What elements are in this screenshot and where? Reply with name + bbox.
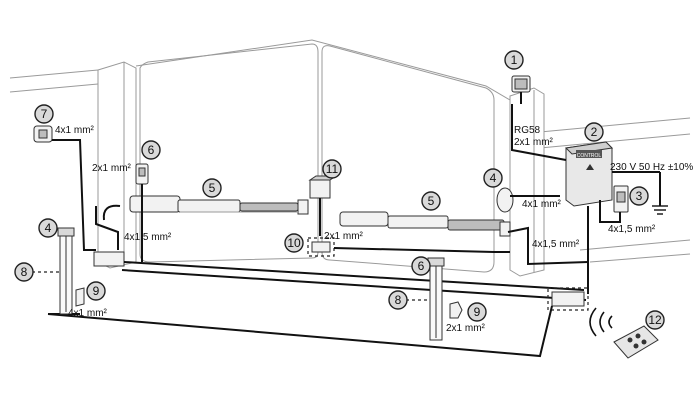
callout-11-number: 11 [326, 162, 339, 176]
key-selector-component [33, 125, 53, 143]
photocell-small-right [449, 301, 463, 319]
control-unit-brand-text: CONTROL [577, 153, 602, 159]
photocell-post-left [57, 227, 75, 315]
callout-2: 2 [584, 122, 604, 142]
callout-4-left: 4 [38, 218, 58, 238]
callout-12-number: 12 [648, 313, 662, 327]
callout-6-top-number: 6 [148, 143, 155, 157]
ground-icon [652, 172, 668, 215]
callout-5-right-number: 5 [428, 194, 435, 208]
photocell-post-right [427, 257, 445, 341]
gate-top-frame [135, 39, 511, 101]
remote-signal-waves-icon [589, 307, 613, 337]
callout-3: 3 [629, 186, 649, 206]
callout-9-left: 9 [86, 281, 106, 301]
left-gate-leaf [139, 43, 319, 263]
callout-5-right: 5 [421, 191, 441, 211]
control-unit-component: CONTROL [564, 141, 614, 207]
callout-4-right-number: 4 [490, 171, 497, 185]
callout-8-right-number: 8 [395, 293, 402, 307]
callout-9-left-number: 9 [93, 284, 100, 298]
label-right-photo-cable: 2x1 mm² [446, 323, 486, 334]
label-photocell-right-cable: 4x1 mm² [522, 199, 562, 210]
callout-10-number: 10 [287, 236, 301, 250]
label-power-supply: 230 V 50 Hz ±10% [610, 162, 693, 173]
background-perspective-lines [9, 69, 691, 263]
label-rg58: RG58 [514, 125, 541, 136]
callout-6-bottom: 6 [411, 256, 431, 276]
callout-8-left: 8 [14, 262, 34, 282]
callout-4-left-number: 4 [45, 221, 52, 235]
antenna-component [511, 75, 531, 104]
callout-9-right: 9 [467, 302, 487, 322]
callout-12: 12 [645, 310, 665, 330]
electric-lock-component [308, 175, 338, 236]
callout-3-number: 3 [636, 189, 643, 203]
callout-7-number: 7 [41, 107, 48, 121]
label-flash-cable: 2x1 mm² [92, 163, 132, 174]
callout-5-left: 5 [202, 178, 222, 198]
callout-4-right: 4 [483, 168, 503, 188]
photocell-small-left [75, 287, 85, 307]
callout-5-left-number: 5 [209, 181, 216, 195]
isolating-switch-component [613, 185, 629, 213]
callout-2-number: 2 [591, 125, 598, 139]
label-switch-cable: 4x1,5 mm² [608, 224, 656, 235]
callout-7: 7 [34, 104, 54, 124]
right-gate-leaf [321, 45, 495, 273]
photocell-left-pillar [135, 163, 149, 185]
wiring-runs [47, 104, 660, 358]
photocell-right-pillar [496, 187, 514, 213]
callout-9-right-number: 9 [474, 305, 481, 319]
label-right-motor-cable: 4x1,5 mm² [532, 239, 580, 250]
junction-box-component [307, 237, 335, 257]
callout-6-bottom-number: 6 [418, 259, 425, 273]
remote-control-component [613, 325, 659, 359]
callout-1: 1 [504, 50, 524, 70]
motor-actuator-left [129, 195, 309, 215]
label-left-photo-cable: 4x1 mm² [68, 308, 108, 319]
callout-10: 10 [284, 233, 304, 253]
motor-actuator-right [339, 211, 511, 237]
label-antenna-cable: 2x1 mm² [514, 137, 554, 148]
callout-6-top: 6 [141, 140, 161, 160]
label-key-selector-cable: 4x1 mm² [55, 125, 95, 136]
label-left-motor-cable: 4x1,5 mm² [124, 232, 172, 243]
label-lock-cable: 2x1 mm² [324, 231, 364, 242]
callout-8-right: 8 [388, 290, 408, 310]
callout-8-left-number: 8 [21, 265, 28, 279]
callout-1-number: 1 [511, 53, 518, 67]
callout-11: 11 [322, 159, 342, 179]
